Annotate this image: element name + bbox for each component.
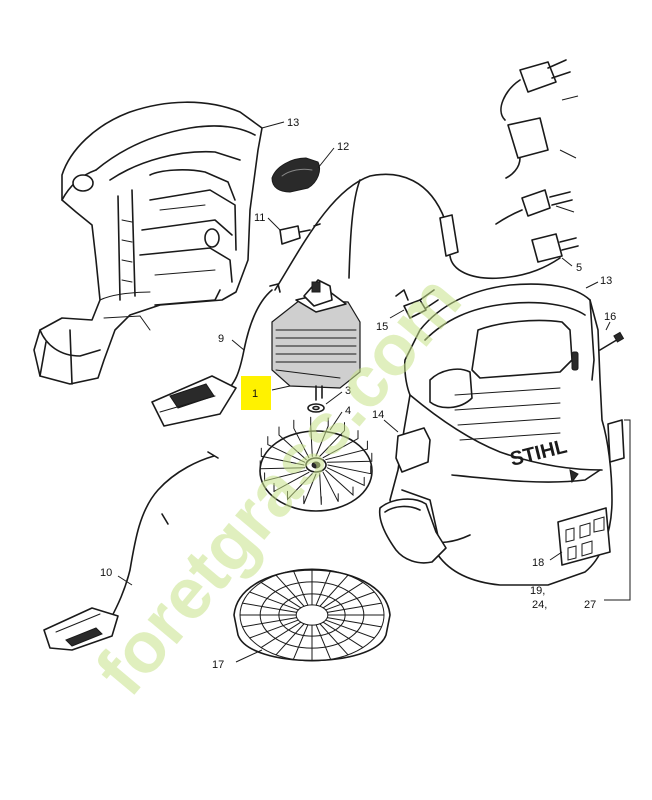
callout-14: 14 [372,409,384,421]
part-side-label [607,419,625,463]
power-cord-assembly [274,59,579,291]
callout-11: 11 [254,212,265,224]
callout-labels: 13 12 11 9 1 3 4 15 5 13 16 14 10 17 18 … [100,117,616,671]
part-12-switch-slider [271,157,321,193]
part-14-nozzle [395,427,431,473]
part-11-terminal-clip [279,223,321,245]
callout-10: 10 [100,567,112,579]
housing-half-left [33,101,263,385]
callout-24: 24, [532,599,547,611]
part-1-motor [271,279,361,401]
switch-module-upper [151,375,237,427]
callout-27: 27 [584,599,596,611]
callout-15: 15 [376,321,388,333]
callout-1-highlight [241,376,271,410]
callout-16: 16 [604,311,616,323]
outlet-tube [378,498,447,564]
callout-4: 4 [345,405,351,417]
callout-12: 12 [337,141,349,153]
callout-19: 19, [530,585,545,597]
leader-lines [117,95,631,663]
callout-18: 18 [532,557,544,569]
callout-13-left: 13 [287,117,299,129]
part-3-washer [307,403,325,413]
callout-3: 3 [345,385,351,397]
housing-half-right [389,283,613,586]
callout-1: 1 [252,388,258,400]
part-18-warning-label [557,507,611,566]
part-15-terminal [395,289,439,319]
callout-13-right: 13 [600,275,612,287]
callout-17: 17 [212,659,224,671]
part-10-wire [109,451,219,621]
switch-module-lower [43,607,119,651]
part-16-screw [599,331,625,351]
callout-5: 5 [576,262,582,274]
part-4-fan-impeller [259,416,373,512]
part-17-intake-grille [233,568,391,662]
callout-9: 9 [218,333,224,345]
